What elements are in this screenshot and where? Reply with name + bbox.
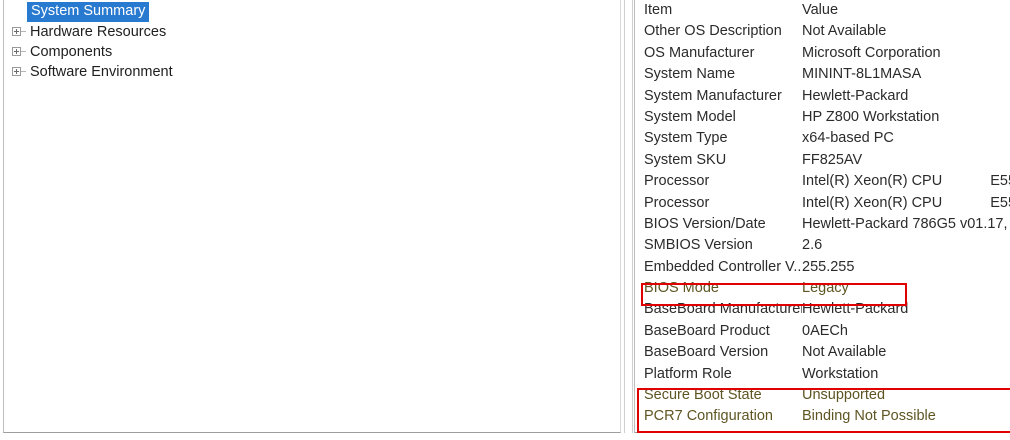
detail-value-cell: Hewlett-Packard <box>802 301 909 318</box>
column-header-row: Item Value <box>635 0 1010 21</box>
detail-item-cell: BaseBoard Version <box>644 344 769 361</box>
detail-value-tail-text: E5506 <box>990 173 1010 190</box>
detail-row[interactable]: PCR7 Configuration Binding Not Possible <box>635 406 1010 427</box>
detail-value-cell: Hewlett-Packard 786G5 v01.17, 8/ <box>802 215 1010 232</box>
detail-value-cell: Not Available <box>802 23 887 40</box>
detail-item-cell: Processor <box>644 173 710 190</box>
detail-item-cell: Secure Boot State <box>644 387 762 404</box>
detail-row[interactable]: Embedded Controller V...255.255 <box>635 257 1010 278</box>
detail-value-cell: 255.255 <box>802 258 855 275</box>
detail-value-cell: HP Z800 Workstation <box>802 108 940 125</box>
detail-row[interactable]: Processor Intel(R) Xeon(R) CPU E5506 <box>635 193 1010 214</box>
detail-item-cell: Platform Role <box>644 365 732 382</box>
detail-value-cell: Workstation <box>802 365 879 382</box>
detail-value-cell: x64-based PC <box>802 130 894 147</box>
tree-item-system-summary[interactable]: System Summary <box>10 2 620 22</box>
detail-row[interactable]: System Model HP Z800 Workstation <box>635 107 1010 128</box>
detail-item-cell: SMBIOS Version <box>644 237 753 254</box>
plus-glyph <box>12 67 21 76</box>
detail-row[interactable]: System Name MININT-8L1MASA <box>635 64 1010 85</box>
detail-row[interactable]: BIOS Version/Date Hewlett-Packard 786G5 v… <box>635 214 1010 235</box>
detail-item-cell: System Name <box>644 66 736 83</box>
detail-item-cell: BIOS Version/Date <box>644 215 766 232</box>
detail-value-cell: Intel(R) Xeon(R) CPU E5506 <box>802 171 1010 192</box>
column-header-value[interactable]: Value <box>802 2 839 18</box>
detail-value-cell: Hewlett-Packard <box>802 87 909 104</box>
expand-plus-icon[interactable] <box>10 62 27 82</box>
detail-value-text: Intel(R) Xeon(R) CPU <box>802 173 943 190</box>
detail-value-cell: Binding Not Possible <box>802 408 936 425</box>
tree-item-label: Hardware Resources <box>30 24 167 40</box>
detail-item-cell: System Type <box>644 130 728 147</box>
plus-glyph <box>12 47 21 56</box>
detail-value-cell: Legacy <box>802 280 849 297</box>
detail-value-cell: Not Available <box>802 344 887 361</box>
detail-item-cell: Embedded Controller V... <box>644 258 802 275</box>
detail-row[interactable]: BIOS Mode Legacy <box>635 278 1010 299</box>
detail-row[interactable]: System Manufacturer Hewlett-Packard <box>635 86 1010 107</box>
detail-item-cell: System Manufacturer <box>644 87 782 104</box>
detail-item-cell: PCR7 Configuration <box>644 408 773 425</box>
expand-plus-icon[interactable] <box>10 22 27 42</box>
expand-plus-icon[interactable] <box>10 42 27 62</box>
tree-item-label: System Summary <box>27 2 150 22</box>
tree-connector-line <box>21 51 26 52</box>
detail-row[interactable]: System SKU FF825AV <box>635 150 1010 171</box>
pane-splitter[interactable] <box>624 0 633 433</box>
detail-row[interactable]: BaseBoard Product 0AECh <box>635 321 1010 342</box>
tree-item-label: Software Environment <box>30 64 173 80</box>
detail-value-cell: Unsupported <box>802 387 886 404</box>
detail-item-cell: BaseBoard Manufacturer <box>644 301 802 318</box>
detail-value-cell: 0AECh <box>802 322 848 339</box>
detail-row[interactable]: SMBIOS Version 2.6 <box>635 235 1010 256</box>
detail-item-cell: Processor <box>644 194 710 211</box>
detail-row[interactable]: Platform Role Workstation <box>635 364 1010 385</box>
detail-value-cell: MININT-8L1MASA <box>802 66 922 83</box>
tree-item-software-environment[interactable]: Software Environment <box>10 62 620 82</box>
detail-item-cell: BaseBoard Product <box>644 322 770 339</box>
plus-glyph <box>12 27 21 36</box>
detail-row[interactable]: System Type x64-based PC <box>635 128 1010 149</box>
detail-value-cell: 2.6 <box>802 237 823 254</box>
detail-item-cell: Other OS Description <box>644 23 782 40</box>
detail-item-cell: OS Manufacturer <box>644 44 755 61</box>
tree-item-hardware-resources[interactable]: Hardware Resources <box>10 22 620 42</box>
detail-value-text: Intel(R) Xeon(R) CPU <box>802 194 943 211</box>
column-header-item[interactable]: Item <box>644 2 673 18</box>
tree-item-components[interactable]: Components <box>10 42 620 62</box>
detail-value-cell: Intel(R) Xeon(R) CPU E5506 <box>802 193 1010 214</box>
detail-row[interactable]: Processor Intel(R) Xeon(R) CPU E5506 <box>635 171 1010 192</box>
tree-connector-line <box>21 31 26 32</box>
detail-value-cell: Microsoft Corporation <box>802 44 941 61</box>
tree-connector-line <box>21 71 26 72</box>
detail-row[interactable]: OS Manufacturer Microsoft Corporation <box>635 43 1010 64</box>
detail-item-cell: BIOS Mode <box>644 280 719 297</box>
tree-item-label: Components <box>30 44 113 60</box>
detail-value-tail-text: E5506 <box>990 194 1010 211</box>
detail-item-cell: System Model <box>644 108 736 125</box>
detail-row[interactable]: BaseBoard Version Not Available <box>635 342 1010 363</box>
detail-item-cell: System SKU <box>644 151 727 168</box>
detail-value-cell: FF825AV <box>802 151 863 168</box>
detail-row[interactable]: Other OS Description Not Available <box>635 21 1010 42</box>
detail-row[interactable]: Secure Boot State Unsupported <box>635 385 1010 406</box>
